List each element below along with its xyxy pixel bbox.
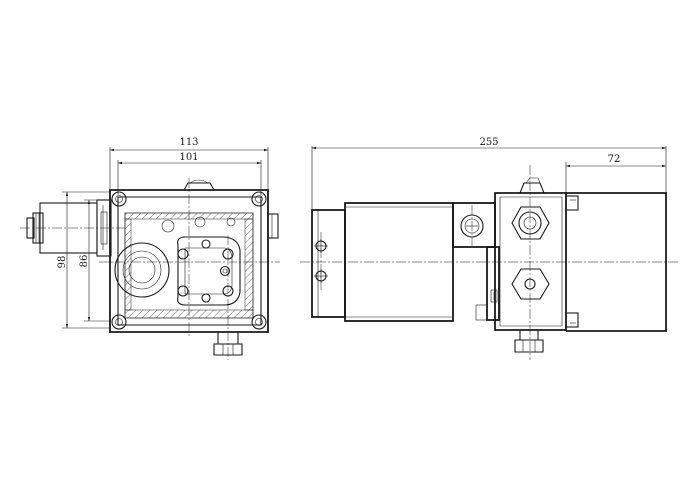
corner-bolt xyxy=(251,314,267,330)
pump-block xyxy=(452,177,567,353)
front-housing xyxy=(99,178,280,360)
dimension-86: 86 xyxy=(79,199,110,322)
solenoid-coil xyxy=(20,199,125,257)
dim-label-255: 255 xyxy=(479,137,498,148)
dim-label-72: 72 xyxy=(608,154,621,165)
side-view: 255 72 xyxy=(300,137,680,360)
dimension-113: 113 xyxy=(109,137,269,190)
dimension-72: 72 xyxy=(565,154,666,193)
corner-bolt xyxy=(111,191,127,207)
dim-label-98: 98 xyxy=(57,256,68,269)
motor-end-cap xyxy=(311,209,346,318)
front-view: 113 101 98 86 xyxy=(20,137,280,360)
dimension-255: 255 xyxy=(311,137,667,210)
dimension-98: 98 xyxy=(57,191,110,329)
corner-bolt xyxy=(251,191,267,207)
dim-label-113: 113 xyxy=(179,137,198,148)
dimension-101: 101 xyxy=(117,152,262,195)
dim-label-86: 86 xyxy=(79,255,90,268)
corner-bolt xyxy=(111,314,127,330)
dim-label-101: 101 xyxy=(179,152,198,163)
